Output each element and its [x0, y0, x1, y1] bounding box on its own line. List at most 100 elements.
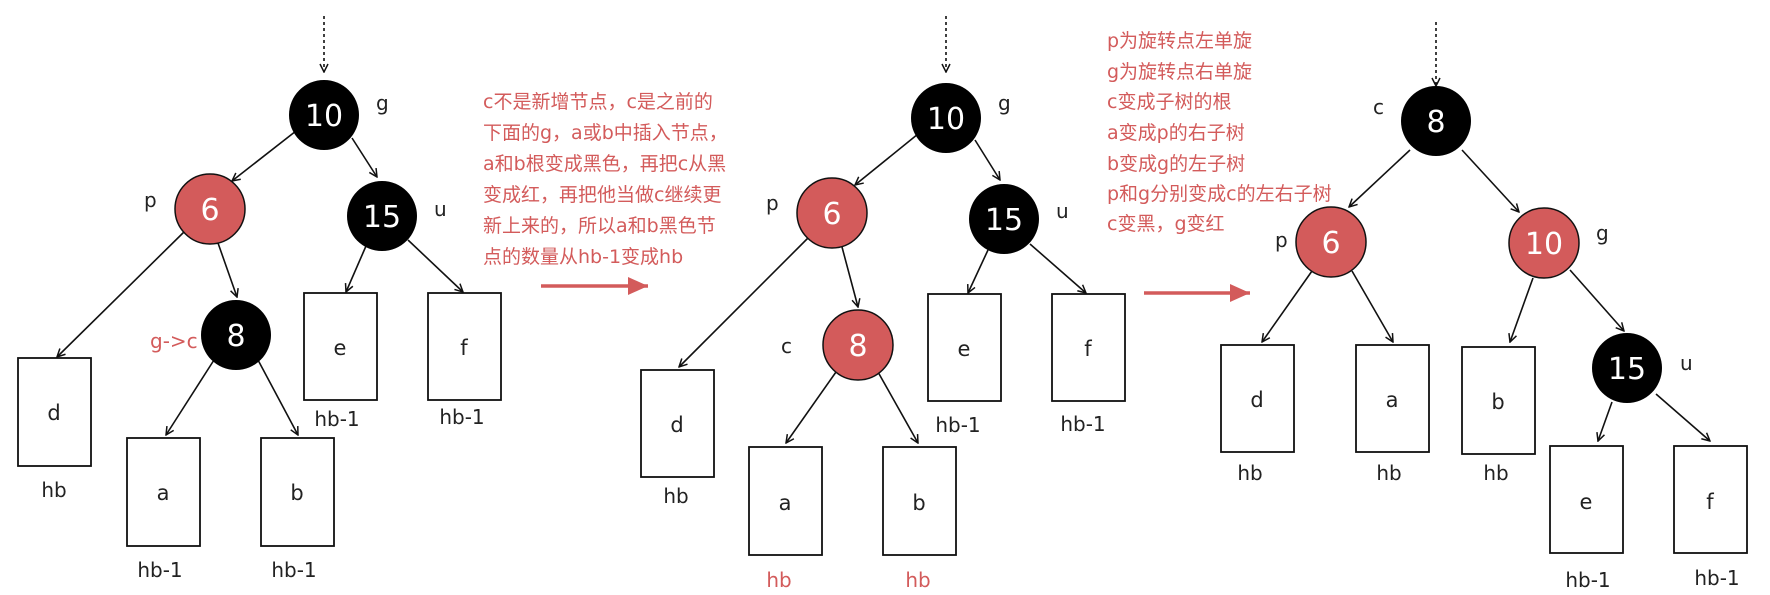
edge-u-f	[1029, 243, 1086, 293]
subtree-b-height: hb	[1483, 461, 1508, 485]
subtree-f	[1673, 445, 1748, 554]
subtree-b	[882, 446, 957, 556]
node-15-value: 15	[985, 203, 1023, 238]
subtree-f-height: hb-1	[1694, 566, 1739, 590]
note-2-line-3: c变成子树的根	[1107, 91, 1231, 113]
node-6	[1295, 206, 1367, 278]
subtree-d-height: hb	[663, 484, 688, 508]
node-10-value: 10	[1525, 227, 1563, 262]
subtree-d-name: d	[670, 413, 683, 437]
subtree-a-name: a	[1386, 388, 1399, 412]
note-1-line-4: 变成红，再把他当做c继续更	[483, 184, 721, 206]
note-1-line-5: 新上来的，所以a和b黑色节	[483, 215, 716, 237]
subtree-e-height: hb-1	[1565, 568, 1610, 592]
node-6-value: 6	[822, 197, 841, 232]
node-8-value: 8	[848, 329, 867, 364]
subtree-d-height: hb	[1237, 461, 1262, 485]
note-2: p为旋转点左单旋 g为旋转点右单旋 c变成子树的根 a变成p的右子树 b变成g的…	[1107, 30, 1332, 235]
node-10	[289, 80, 359, 150]
edge-g-u	[351, 137, 377, 177]
subtree-b-name: b	[912, 491, 925, 515]
note-1-line-2: 下面的g，a或b中插入节点，	[483, 122, 728, 144]
diagram-3: 8 c 6 p 10 g 15 u d hb a hb b hb e hb-1 …	[1220, 22, 1748, 592]
edge-c-a	[166, 359, 215, 435]
subtree-d	[1220, 344, 1295, 453]
node-15-value: 15	[363, 200, 401, 235]
subtree-d-height: hb	[41, 478, 66, 502]
note-2-line-1: p为旋转点左单旋	[1107, 30, 1252, 52]
edge-u-e	[346, 245, 367, 292]
subtree-b-name: b	[290, 481, 303, 505]
note-1-line-6: 点的数量从hb-1变成hb	[483, 246, 683, 268]
node-6-value: 6	[200, 193, 219, 228]
edge-c-g	[1461, 149, 1519, 212]
edge-p-d	[57, 229, 187, 357]
note-2-line-2: g为旋转点右单旋	[1107, 61, 1252, 83]
edge-g-u	[1569, 269, 1624, 331]
node-15-value: 15	[1608, 352, 1646, 387]
node-8	[1401, 86, 1471, 156]
node-15	[347, 181, 417, 251]
node-8-value: 8	[226, 319, 245, 354]
edge-g-p	[232, 130, 297, 181]
note-1-line-1: c不是新增节点，c是之前的	[483, 91, 713, 113]
subtree-d-name: d	[47, 401, 60, 425]
subtree-a-name: a	[779, 491, 792, 515]
node-15	[969, 184, 1039, 254]
subtree-e-name: e	[958, 337, 971, 361]
node-10-label: g	[376, 91, 389, 115]
node-8	[822, 309, 894, 381]
node-6-label: p	[1275, 228, 1288, 252]
subtree-a-name: a	[157, 481, 170, 505]
subtree-b	[260, 437, 335, 547]
subtree-f	[427, 292, 502, 401]
node-6-label: p	[766, 191, 779, 215]
subtree-b-name: b	[1491, 390, 1504, 414]
diagram-2: 10 g 6 p 15 u 8 c d hb a hb b hb e hb-1 …	[640, 16, 1126, 592]
node-6	[174, 173, 246, 245]
subtree-e-name: e	[1580, 490, 1593, 514]
node-15-label: u	[1680, 351, 1693, 375]
node-8	[201, 300, 271, 370]
subtree-d	[17, 357, 92, 467]
note-1-line-3: a和b根变成黑色，再把c从黑	[483, 153, 726, 175]
edge-c-a	[786, 371, 837, 443]
note-1: c不是新增节点，c是之前的 下面的g，a或b中插入节点， a和b根变成黑色，再把…	[483, 91, 728, 268]
subtree-a-height: hb-1	[137, 558, 182, 582]
edge-p-c	[217, 242, 237, 297]
node-6-label: p	[144, 188, 157, 212]
subtree-e-name: e	[334, 336, 347, 360]
subtree-f	[1051, 293, 1126, 402]
node-8-label: c	[781, 334, 792, 358]
subtree-a-height: hb	[766, 568, 791, 592]
subtree-e	[1549, 445, 1624, 554]
subtree-e	[927, 293, 1002, 402]
node-15	[1592, 333, 1662, 403]
subtree-f-name: f	[1084, 337, 1092, 361]
edge-p-d	[1262, 270, 1313, 342]
node-15-label: u	[1056, 199, 1069, 223]
node-6-value: 6	[1321, 226, 1340, 261]
subtree-a	[1355, 344, 1430, 453]
subtree-f-height: hb-1	[1060, 412, 1105, 436]
node-6	[796, 177, 868, 249]
subtree-e-height: hb-1	[314, 407, 359, 431]
subtree-f-name: f	[460, 336, 468, 360]
edge-p-d	[679, 233, 813, 367]
edge-g-b	[1510, 277, 1534, 342]
edge-c-b	[257, 359, 298, 435]
subtree-d-name: d	[1250, 388, 1263, 412]
edge-p-a	[1351, 270, 1393, 342]
edge-u-f	[1655, 393, 1710, 441]
diagram-1: 10 g 6 p 15 u 8 g->c d hb a hb-1 b hb-1 …	[17, 16, 502, 582]
note-2-line-6: p和g分别变成c的左右子树	[1107, 183, 1332, 205]
edge-g-u	[974, 139, 1000, 180]
node-10-label: g	[1596, 221, 1609, 245]
subtree-a	[126, 437, 201, 547]
note-2-line-7: c变黑，g变红	[1107, 213, 1225, 235]
node-10-value: 10	[927, 102, 965, 137]
node-8-label: g->c	[150, 329, 198, 353]
node-10-label: g	[998, 91, 1011, 115]
subtree-d	[640, 369, 715, 478]
